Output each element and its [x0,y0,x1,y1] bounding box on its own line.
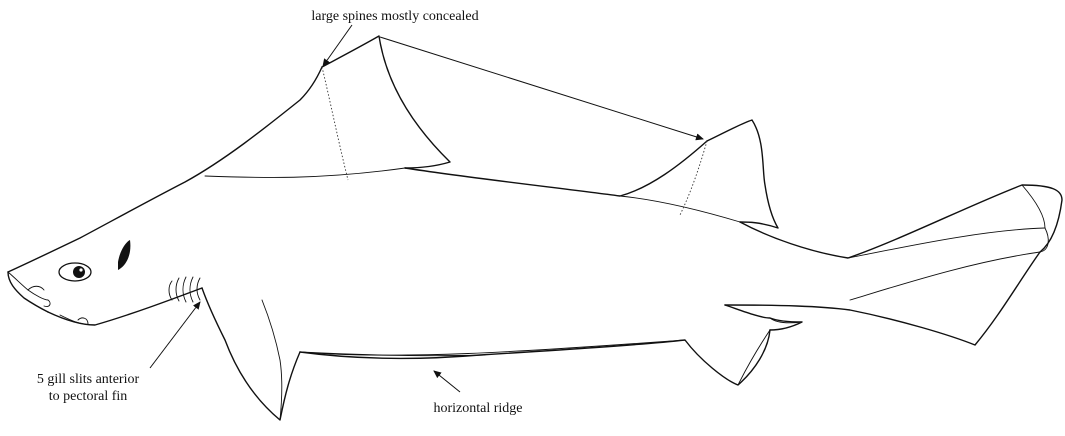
spiracle [118,240,130,270]
ridge-label: horizontal ridge [433,401,522,416]
spines-label: large spines mostly concealed [311,9,478,24]
shark-body [8,36,1062,420]
ridge-leader [434,371,460,392]
gill-label-line1: 5 gill slits anterior [37,372,140,387]
dorsal-spines [322,67,707,215]
gill-leader [150,302,200,368]
eye [59,263,91,281]
gill-label-line2: to pectoral fin [49,389,128,404]
